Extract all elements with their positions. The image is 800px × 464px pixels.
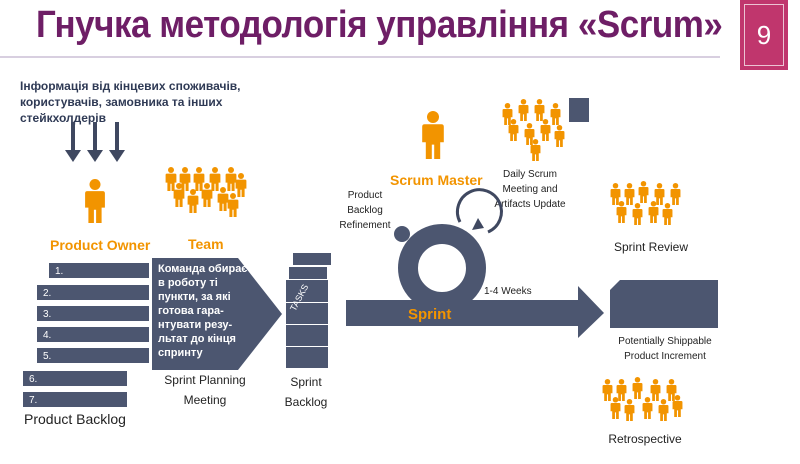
retrospective-people-icon [602, 377, 683, 421]
product-owner-label: Product Owner [50, 237, 151, 253]
sprint-planning-label: Sprint Planning Meeting [164, 373, 246, 407]
sprint-planning-arrow [152, 258, 282, 370]
sprint-cycle-graphic [346, 188, 604, 338]
backlog-refinement-label: Product Backlog Refinement [339, 190, 391, 231]
retrospective-label: Retrospective [608, 432, 682, 446]
sprint-backlog-bar [288, 266, 328, 280]
daily-scrum-people-icon [502, 99, 565, 161]
team-people-icon [165, 167, 247, 217]
scrum-master-label: Scrum Master [390, 172, 483, 188]
daily-scrum-label: Daily Scrum Meeting and Artifacts Update [494, 169, 566, 210]
title-divider [0, 56, 720, 58]
down-arrows-icon [65, 122, 125, 162]
sprint-backlog-label: Sprint Backlog [284, 375, 328, 409]
sprint-label: Sprint [408, 306, 452, 323]
backlog-item: 1. [48, 262, 150, 279]
scrum-master-person-icon [421, 106, 445, 164]
sprint-backlog-bar [292, 252, 332, 266]
sprint-review-label: Sprint Review [613, 240, 689, 254]
task-divider [286, 302, 328, 303]
task-divider [286, 324, 328, 325]
duration-label: 1-4 Weeks [484, 286, 532, 297]
backlog-item: 7. [22, 391, 128, 408]
product-owner-person-icon [84, 172, 106, 230]
task-divider [286, 346, 328, 347]
increment-label: Potentially Shippable Product Increment [618, 336, 712, 362]
backlog-item: 6. [22, 370, 128, 387]
artifact-icon [569, 98, 589, 122]
backlog-item: 3. [36, 305, 150, 322]
page-title: Гнучка методологія управління «Scrum» [36, 4, 723, 46]
backlog-item: 4. [36, 326, 150, 343]
product-increment-box [610, 280, 718, 328]
stakeholder-info: Інформація від кінцевих споживачів, кори… [20, 79, 241, 125]
product-backlog-label: Product Backlog [24, 411, 126, 427]
team-choice-text: Команда обирає в роботу ті пункти, за як… [158, 263, 248, 359]
backlog-item: 2. [36, 284, 150, 301]
team-label: Team [188, 236, 224, 252]
page-number-badge: 9 [740, 0, 788, 70]
sprint-review-people-icon [610, 181, 681, 225]
backlog-item: 5. [36, 347, 150, 364]
